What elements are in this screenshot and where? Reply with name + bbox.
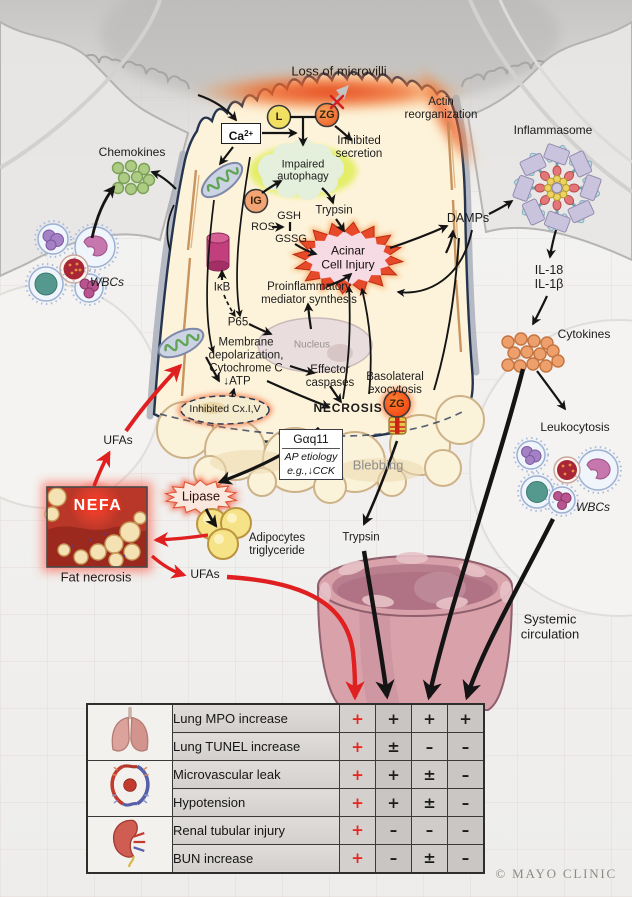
table-value: – <box>411 732 448 761</box>
zg-apical-icon <box>314 85 349 128</box>
mitochondrion-icon <box>157 327 205 359</box>
table-value: ± <box>411 760 448 789</box>
table-value: – <box>447 788 485 817</box>
table-value: – <box>375 816 412 845</box>
lipase-burst <box>159 476 243 518</box>
ig-granule-icon <box>243 188 269 214</box>
table-value: + <box>339 816 376 845</box>
gaq11-title: Gαq11 <box>282 431 340 449</box>
ap-etiology-label: AP etiology <box>284 451 338 463</box>
l-granule-icon <box>266 104 292 130</box>
table-row-label: Hypotension <box>172 788 340 817</box>
adipocytes-icon <box>196 507 252 560</box>
table-row: Lung TUNEL increase + ± – – <box>87 732 485 761</box>
table-value: + <box>447 703 485 733</box>
lungs-icon <box>86 703 173 761</box>
table-value: + <box>411 703 448 733</box>
table-value: – <box>447 732 485 761</box>
table-row-label: BUN increase <box>172 843 340 874</box>
table-value: ± <box>375 732 412 761</box>
table-row-label: Lung MPO increase <box>172 703 340 733</box>
table-value: + <box>339 760 376 789</box>
wbc-cluster-right-icon <box>513 437 622 517</box>
table-row: BUN increase + – ± – <box>87 843 485 874</box>
pathway-arrows-black <box>90 93 567 701</box>
table-value: ± <box>411 843 448 874</box>
gaq11-box: Gαq11 AP etiology e.g.,↓CCK <box>279 429 343 481</box>
calcium-box: Ca2+ <box>221 123 261 144</box>
kidney-icon <box>86 816 173 874</box>
table-value: + <box>375 703 412 733</box>
table-value: – <box>447 816 485 845</box>
table-value: + <box>375 788 412 817</box>
neighbor-cell-left <box>0 20 190 278</box>
mayo-clinic-copyright: © MAYO CLINIC <box>495 866 617 881</box>
calcium-charge: 2+ <box>244 129 254 138</box>
calcium-symbol: Ca <box>228 129 245 143</box>
neighbor-blob-right <box>469 319 632 617</box>
table-row-label: Renal tubular injury <box>172 816 340 845</box>
table-value: + <box>339 732 376 761</box>
outcomes-table: Lung MPO increase + + + + Lung TUNEL inc… <box>86 703 485 874</box>
chemokines-icon <box>111 159 156 196</box>
table-value: + <box>339 788 376 817</box>
nucleus-icon <box>257 317 373 373</box>
table-value: – <box>447 843 485 874</box>
table-value: – <box>447 760 485 789</box>
table-value: ± <box>411 788 448 817</box>
neighbor-blob-left <box>0 283 161 509</box>
table-value: – <box>375 843 412 874</box>
systemic-circulation-vessel <box>316 552 514 711</box>
ikb-cylinder-icon <box>206 232 230 272</box>
table-value: + <box>375 760 412 789</box>
inflammasome-icon <box>510 141 602 235</box>
neighbor-edge-line <box>0 0 162 170</box>
table-value: + <box>339 843 376 874</box>
ap-example-label: e.g.,↓CCK <box>287 465 335 478</box>
table-row-label: Microvascular leak <box>172 760 340 789</box>
table-row-label: Lung TUNEL increase <box>172 732 340 761</box>
table-row: Lung MPO increase + + + + <box>86 703 485 761</box>
acinar-cell-injury-burst <box>288 218 408 298</box>
table-row: Hypotension + + ± – <box>87 788 485 817</box>
table-value: – <box>411 816 448 845</box>
table-value: + <box>339 703 376 733</box>
fat-necrosis-image <box>42 479 152 572</box>
circulation-icon <box>86 760 173 817</box>
cytokines-icon <box>501 332 565 373</box>
wbc-cluster-left-icon <box>25 220 119 306</box>
zg-basolateral-icon <box>381 388 413 435</box>
table-row: Renal tubular injury + – – – <box>86 816 485 874</box>
table-row: Microvascular leak + + ± – <box>86 760 485 817</box>
lipotoxicity-arrows-red <box>92 363 365 701</box>
